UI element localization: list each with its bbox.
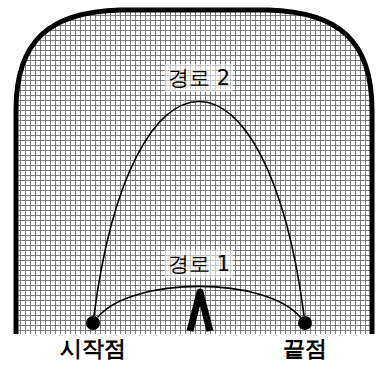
- path-label: 경로 1: [165, 250, 233, 278]
- grid-fill: [16, 10, 372, 334]
- point-dot: 끝점: [298, 316, 312, 330]
- path-line: [94, 102, 304, 317]
- path-label: 경로 2: [165, 64, 233, 92]
- point-label: 시작점: [60, 334, 126, 364]
- region-outline: [16, 10, 372, 334]
- point-label: 끝점: [283, 334, 327, 364]
- point-dot: 시작점: [86, 316, 100, 330]
- path-line: [97, 286, 300, 317]
- obstacle: [190, 292, 210, 331]
